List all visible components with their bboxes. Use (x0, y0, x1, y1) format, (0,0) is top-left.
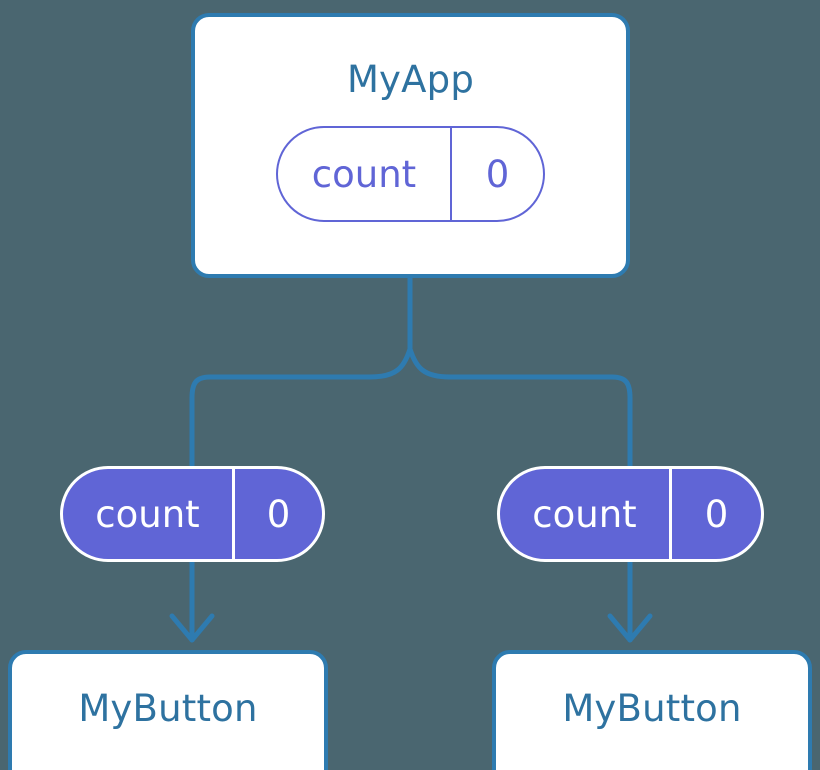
state-key-left-child: count (63, 469, 235, 559)
component-title-myapp: MyApp (346, 58, 475, 101)
state-pill-right-child: count 0 (497, 466, 764, 562)
state-pill-left-child: count 0 (60, 466, 325, 562)
state-value-myapp: 0 (485, 152, 510, 196)
state-pill-myapp: count 0 (276, 126, 545, 222)
prop-flow-right (407, 346, 633, 471)
prop-arrow-right-head (607, 613, 653, 643)
component-title-mybutton-left: MyButton (78, 686, 258, 730)
state-key-right-child: count (500, 469, 672, 559)
state-value-left-child: 0 (266, 492, 291, 536)
prop-flow-left (189, 346, 413, 471)
prop-arrow-left-head (169, 613, 215, 643)
component-card-mybutton-left: MyButton (8, 650, 328, 770)
component-title-mybutton-right: MyButton (562, 686, 742, 730)
state-value-right-child: 0 (704, 492, 729, 536)
state-key-myapp: count (278, 128, 452, 220)
component-card-myapp: MyApp count 0 (191, 13, 630, 278)
component-card-mybutton-right: MyButton (492, 650, 812, 770)
